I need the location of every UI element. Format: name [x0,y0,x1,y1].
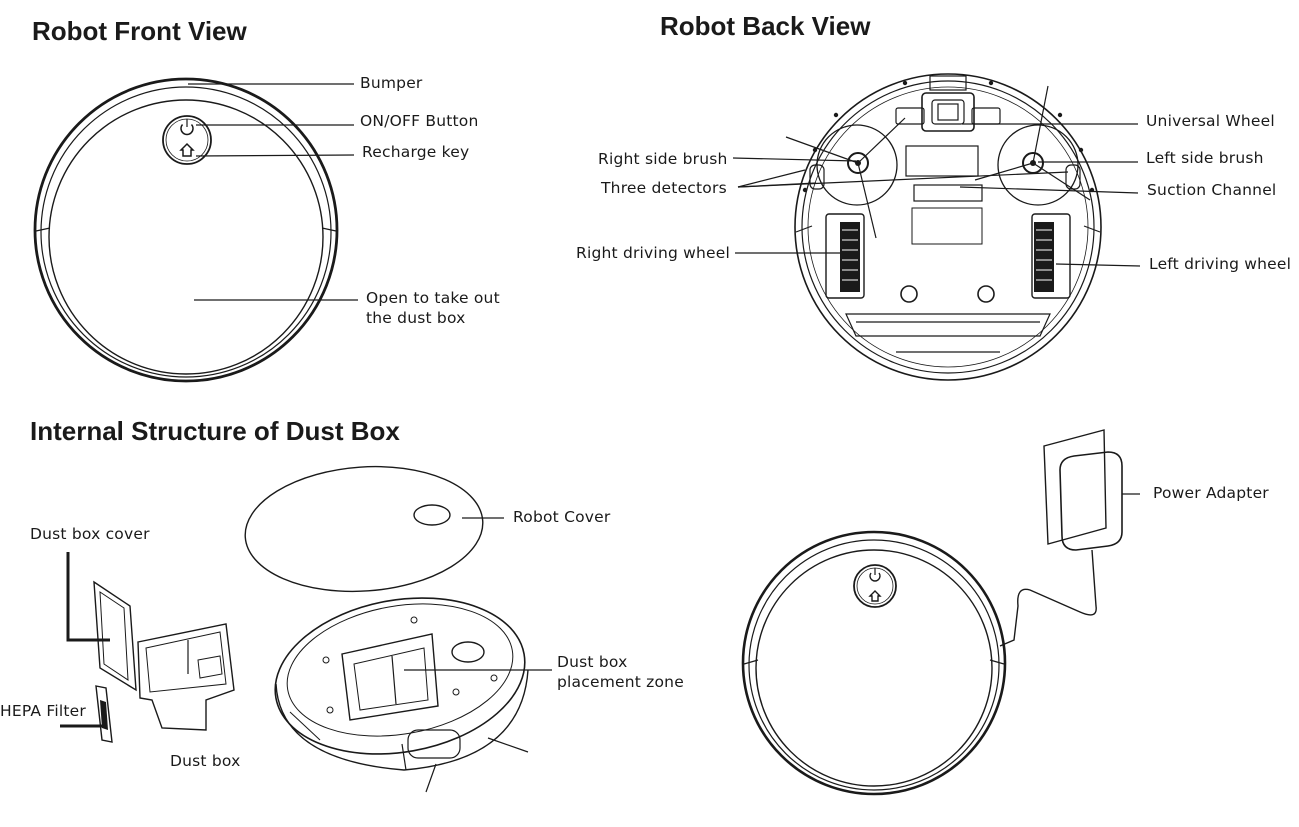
rim-screws [802,80,1095,193]
home-icon [868,590,882,602]
power-icon [180,119,194,136]
label-open-dust-box-line2: the dust box [366,309,466,327]
label-robot-cover: Robot Cover [513,508,611,526]
robot-back-drawing [732,73,1141,381]
dust-box-exploded-drawing [60,552,235,743]
robot-front-drawing [33,77,358,383]
label-left-side-brush: Left side brush [1146,149,1264,167]
label-onoff-button: ON/OFF Button [360,112,479,130]
robot-cover-drawing [244,465,504,593]
title-back-view: Robot Back View [660,11,871,41]
universal-wheel [895,75,1001,132]
label-recharge-key: Recharge key [362,143,470,161]
title-dust-box-structure: Internal Structure of Dust Box [30,416,400,446]
label-bumper: Bumper [360,74,423,92]
label-three-detectors: Three detectors [601,179,727,197]
label-right-driving-wheel: Right driving wheel [576,244,731,262]
label-placement-zone-line2: placement zone [557,673,684,691]
power-icon [869,568,881,582]
label-right-side-brush: Right side brush [598,150,728,168]
title-front-view: Robot Front View [32,16,247,46]
label-open-dust-box-line1: Open to take out [366,289,500,307]
robot-top-with-adapter-drawing [741,530,1007,796]
label-placement-zone-line1: Dust box [557,653,628,671]
robot-open-top-drawing [274,597,552,793]
label-universal-wheel: Universal Wheel [1146,112,1275,130]
power-adapter-drawing [999,429,1140,647]
left-driving-wheel [1031,213,1071,299]
left-side-brush [974,85,1091,206]
label-dust-box-cover: Dust box cover [30,525,150,543]
label-power-adapter: Power Adapter [1153,484,1269,502]
label-left-driving-wheel: Left driving wheel [1149,255,1292,273]
label-suction-channel: Suction Channel [1147,181,1277,199]
label-hepa-filter: HEPA Filter [0,702,86,720]
right-driving-wheel [825,213,865,299]
front-button-panel [162,115,212,165]
label-dust-box: Dust box [170,752,241,770]
home-icon [179,142,195,157]
